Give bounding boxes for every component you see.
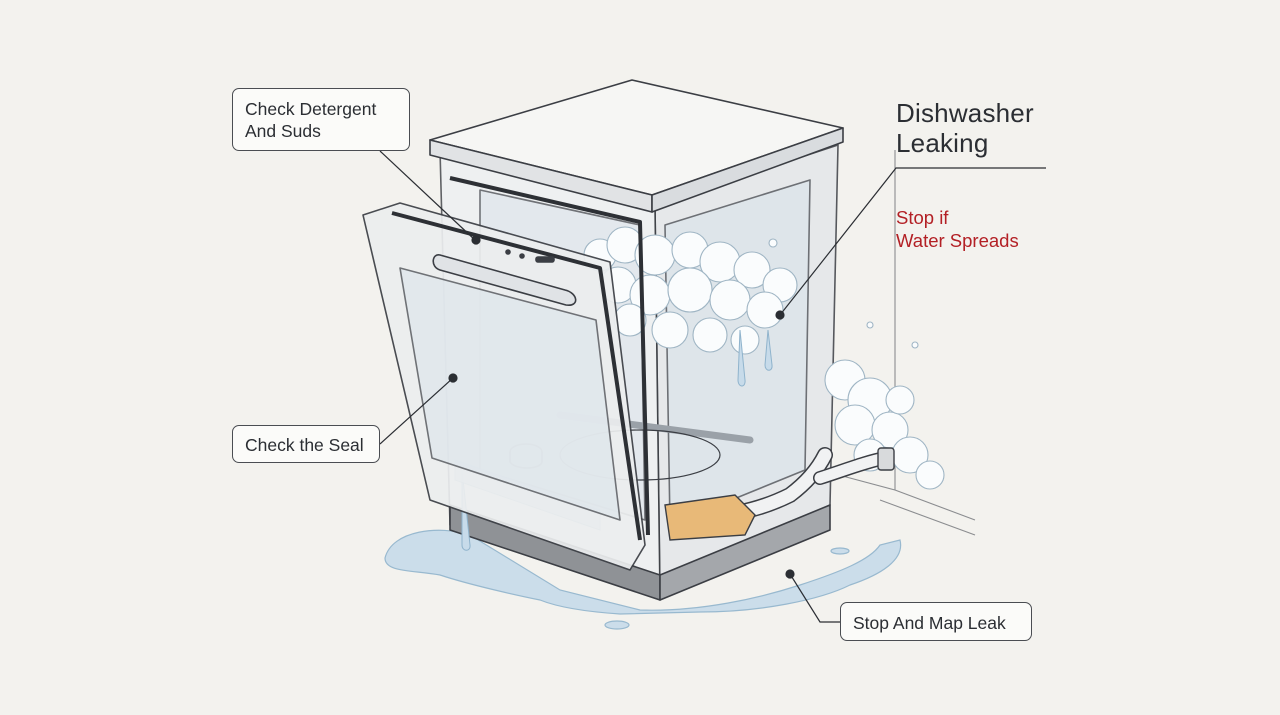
leader-map (789, 573, 840, 623)
warning-note: Stop if Water Spreads (896, 206, 1019, 252)
marker-detergent (471, 235, 481, 245)
warning-line-1: Stop if (896, 207, 949, 228)
diagram-title: Dishwasher Leaking (896, 98, 1034, 158)
leader-title (779, 167, 1046, 316)
callout-seal: Check the Seal (232, 425, 380, 463)
title-line-1: Dishwasher (896, 98, 1034, 128)
leader-lines (379, 150, 1046, 623)
dishwasher-door (362, 176, 650, 571)
callout-map-leak: Stop And Map Leak (840, 602, 1032, 641)
callout-map-leak-label: Stop And Map Leak (853, 613, 1006, 633)
leader-detergent (379, 150, 476, 241)
marker-seal (448, 373, 458, 383)
warning-line-2: Water Spreads (896, 230, 1019, 251)
callout-seal-label: Check the Seal (245, 435, 364, 455)
leak-connector (664, 494, 756, 541)
leader-seal (379, 377, 454, 445)
callout-detergent-line-2: And Suds (245, 121, 321, 141)
marker-title (775, 310, 785, 320)
callout-detergent: Check Detergent And Suds (232, 88, 410, 151)
title-line-2: Leaking (896, 128, 989, 158)
marker-map (785, 569, 795, 579)
callout-detergent-line-1: Check Detergent (245, 99, 377, 119)
water-puddle (384, 529, 902, 630)
